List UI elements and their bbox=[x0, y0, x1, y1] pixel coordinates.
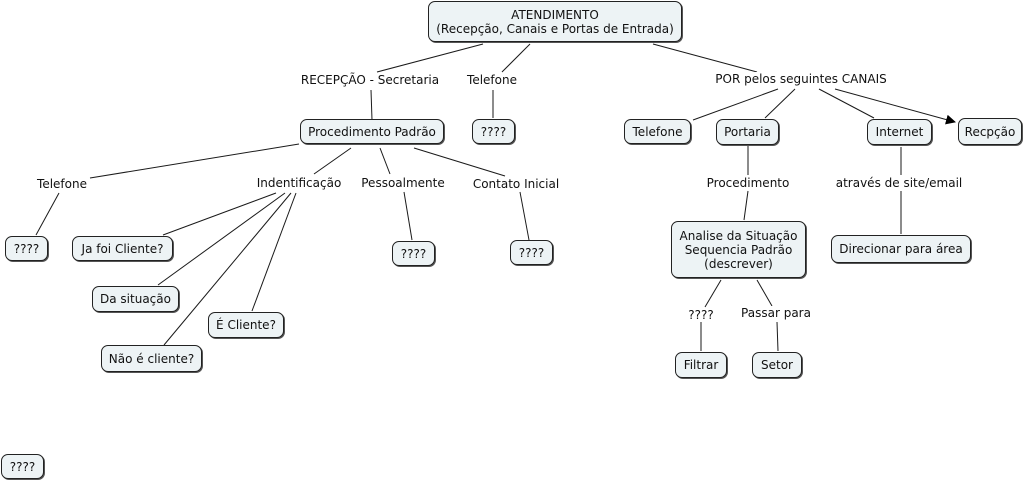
link-label-procedimento[interactable]: Procedimento bbox=[704, 176, 792, 190]
link-identificacao-situacao bbox=[157, 192, 286, 286]
link-passar-setor bbox=[776, 321, 779, 352]
link-root-canais bbox=[652, 43, 758, 73]
concept-orphan-unknown-text: ???? bbox=[9, 459, 36, 474]
link-contato-unknown bbox=[519, 191, 530, 241]
link-identificacao-naoe bbox=[163, 192, 292, 346]
link-canais-recepcao bbox=[834, 88, 956, 125]
concept-da-situacao-text: Da situação bbox=[100, 292, 171, 306]
concept-orphan-unknown[interactable]: ???? bbox=[1, 454, 44, 479]
link-procedimento-contato bbox=[413, 147, 506, 177]
concept-canal-recepcao-text: Recpção bbox=[964, 124, 1016, 139]
link-label-telefone-top[interactable]: Telefone bbox=[465, 73, 519, 87]
concept-pessoalmente-unknown[interactable]: ???? bbox=[392, 241, 435, 266]
concept-ja-foi-cliente[interactable]: Ja foi Cliente? bbox=[72, 236, 173, 261]
concept-canal-recepcao[interactable]: Recpção bbox=[958, 118, 1022, 145]
concept-direcionar-area[interactable]: Direcionar para área bbox=[831, 235, 971, 263]
concept-e-cliente-text: É Cliente? bbox=[216, 318, 276, 332]
link-label-atraves-site[interactable]: através de site/email bbox=[833, 176, 965, 190]
concept-nao-e-cliente-text: Não é cliente? bbox=[108, 351, 195, 366]
link-canais-portaria bbox=[764, 88, 796, 119]
link-canais-internet bbox=[818, 88, 875, 119]
concept-analise-situacao[interactable]: Analise da Situação Sequencia Padrão (de… bbox=[671, 221, 806, 278]
concept-analise-situacao-text: Analise da Situação Sequencia Padrão (de… bbox=[679, 228, 798, 271]
link-identificacao-ecliente bbox=[251, 192, 297, 312]
concept-canal-internet-text: Internet bbox=[875, 125, 924, 139]
link-label-contato-inicial[interactable]: Contato Inicial bbox=[470, 177, 562, 191]
concept-canal-telefone-text: Telefone bbox=[632, 124, 683, 139]
concept-canal-telefone[interactable]: Telefone bbox=[624, 119, 691, 144]
link-label-unknown-filter[interactable]: ???? bbox=[686, 308, 716, 322]
concept-direcionar-area-text: Direcionar para área bbox=[839, 242, 963, 256]
concept-filtrar[interactable]: Filtrar bbox=[675, 352, 727, 378]
concept-telefone-unknown[interactable]: ???? bbox=[472, 119, 515, 144]
link-procedimento-identificacao bbox=[313, 147, 352, 175]
link-pessoalmente-unknown bbox=[403, 191, 413, 241]
concept-canal-portaria-text: Portaria bbox=[724, 125, 771, 139]
concept-contato-inicial-unknown[interactable]: ???? bbox=[510, 240, 553, 265]
link-procedimento-analise bbox=[743, 190, 749, 221]
link-label-pessoalmente[interactable]: Pessoalmente bbox=[359, 176, 447, 190]
concept-procedimento-padrao[interactable]: Procedimento Padrão bbox=[300, 119, 444, 144]
concept-contato-inicial-unknown-text: ???? bbox=[518, 245, 545, 260]
link-analise-passar bbox=[756, 279, 773, 307]
concept-nao-e-cliente[interactable]: Não é cliente? bbox=[101, 345, 202, 372]
link-procedimento-pessoalmente bbox=[379, 147, 391, 175]
concept-canal-internet[interactable]: Internet bbox=[867, 119, 932, 145]
link-root-telefone bbox=[501, 43, 531, 73]
concept-setor[interactable]: Setor bbox=[752, 352, 802, 378]
concept-canal-portaria[interactable]: Portaria bbox=[716, 119, 779, 145]
link-label-passar-para[interactable]: Passar para bbox=[739, 306, 813, 320]
link-root-recepcao bbox=[376, 43, 484, 73]
concept-telefone-unknown-text: ???? bbox=[480, 124, 507, 139]
concept-ja-foi-cliente-text: Ja foi Cliente? bbox=[81, 241, 164, 256]
concept-pessoalmente-unknown-text: ???? bbox=[400, 246, 427, 261]
concept-filtrar-text: Filtrar bbox=[683, 358, 719, 372]
link-label-por-canais[interactable]: POR pelos seguintes CANAIS bbox=[713, 72, 889, 86]
root-concept[interactable]: ATENDIMENTO (Recepção, Canais e Portas d… bbox=[428, 1, 682, 42]
link-telefone-left-unknown bbox=[35, 192, 60, 236]
concept-procedimento-padrao-text: Procedimento Padrão bbox=[308, 124, 436, 139]
root-concept-text: ATENDIMENTO (Recepção, Canais e Portas d… bbox=[436, 7, 674, 36]
link-procedimento-telefone bbox=[89, 143, 300, 179]
link-identificacao-jafoi bbox=[162, 192, 277, 236]
link-recepcao-procedimento bbox=[370, 89, 373, 121]
link-analise-unknown bbox=[704, 279, 722, 308]
link-label-recepcao-secretaria[interactable]: RECEPÇÃO - Secretaria bbox=[298, 73, 442, 87]
link-label-telefone-left[interactable]: Telefone bbox=[35, 177, 89, 191]
link-label-identificacao[interactable]: Indentificação bbox=[254, 176, 344, 190]
link-canais-telefone bbox=[692, 88, 779, 121]
concept-setor-text: Setor bbox=[761, 358, 793, 372]
concept-da-situacao[interactable]: Da situação bbox=[92, 286, 179, 312]
concept-telefone-left-unknown[interactable]: ???? bbox=[5, 236, 48, 261]
concept-e-cliente[interactable]: É Cliente? bbox=[208, 312, 284, 338]
concept-telefone-left-unknown-text: ???? bbox=[13, 241, 40, 256]
